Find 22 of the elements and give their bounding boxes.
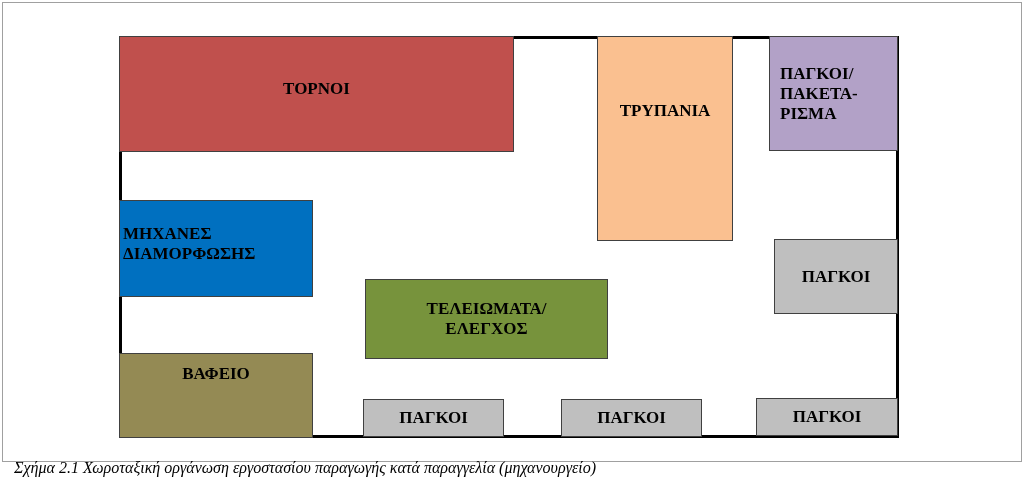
work-area-block	[769, 36, 898, 151]
factory-floor-outline	[119, 36, 899, 438]
area-label: ΠΑΓΚΟΙ/ ΠΑΚΕΤΑ- ΡΙΣΜΑ	[780, 63, 859, 124]
work-area-block	[756, 398, 898, 436]
figure-caption: Σχήμα 2.1 Χωροταξική οργάνωση εργοστασίου παραγωγής κατά παραγγελία (μηχανουργείο)	[14, 459, 596, 477]
work-area-block	[119, 353, 313, 438]
area-label: ΠΑΓΚΟΙ	[596, 408, 667, 428]
area-label: ΤΡΥΠΑΝΙΑ	[618, 100, 712, 121]
work-area-block	[119, 36, 514, 152]
area-label: ΒΑΦΕΙΟ	[181, 363, 251, 384]
work-area-block	[774, 239, 898, 314]
work-area-block	[561, 399, 702, 437]
work-area-block	[119, 200, 313, 297]
work-area-block	[597, 36, 733, 241]
area-label: ΤΕΛΕΙΩΜΑΤΑ/ ΕΛΕΓΧΟΣ	[426, 299, 547, 339]
area-label: ΠΑΓΚΟΙ	[800, 266, 872, 287]
area-label: ΤΟΡΝΟΙ	[282, 79, 351, 99]
work-area-block	[363, 399, 504, 437]
area-label: ΠΑΓΚΟΙ	[791, 407, 863, 427]
area-label: ΠΑΓΚΟΙ	[398, 408, 469, 428]
work-area-block	[365, 279, 608, 359]
area-label: ΜΗΧΑΝΕΣ ΔΙΑΜΟΡΦΩΣΗΣ	[123, 223, 257, 264]
